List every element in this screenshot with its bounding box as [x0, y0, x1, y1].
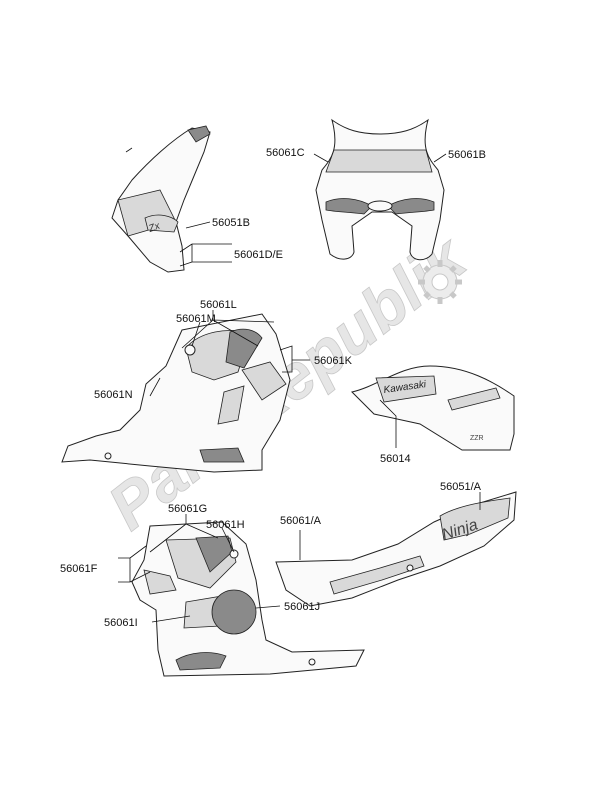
label-56061G: 56061G [168, 503, 207, 515]
label-56061C: 56061C [266, 147, 305, 159]
upper-cowl-side-part: Zx [111, 125, 211, 273]
label-56051A: 56051/A [440, 481, 482, 493]
label-56051B: 56051B [212, 217, 250, 229]
label-56014: 56014 [380, 453, 411, 465]
middle-cowl-part [61, 313, 291, 473]
fuel-tank-part: Kawasaki ZZR [351, 365, 515, 451]
label-56061B: 56061B [448, 149, 486, 161]
front-fairing-part [315, 118, 445, 261]
label-56061DE: 56061D/E [234, 249, 283, 261]
tail-cowl-part: Ninja [275, 491, 517, 607]
label-56061J: 56061J [284, 601, 320, 613]
label-56061K: 56061K [314, 355, 353, 367]
gear-watermark-icon [418, 260, 462, 304]
upper-cowl-logo: Zx [146, 220, 162, 235]
label-56061I: 56061I [104, 617, 138, 629]
tank-badge-text: ZZR [470, 435, 484, 442]
label-56061F: 56061F [60, 563, 98, 575]
lower-cowl-part [131, 521, 365, 677]
label-56061H: 56061H [206, 519, 245, 531]
leader-lines [118, 153, 481, 623]
label-56061M: 56061M [176, 313, 216, 325]
label-56061L: 56061L [200, 299, 237, 311]
label-56061A: 56061/A [280, 515, 322, 527]
label-56061N: 56061N [94, 389, 133, 401]
part-labels: 56051B 56061D/E 56061C 56061B 56061L 560… [60, 147, 486, 629]
